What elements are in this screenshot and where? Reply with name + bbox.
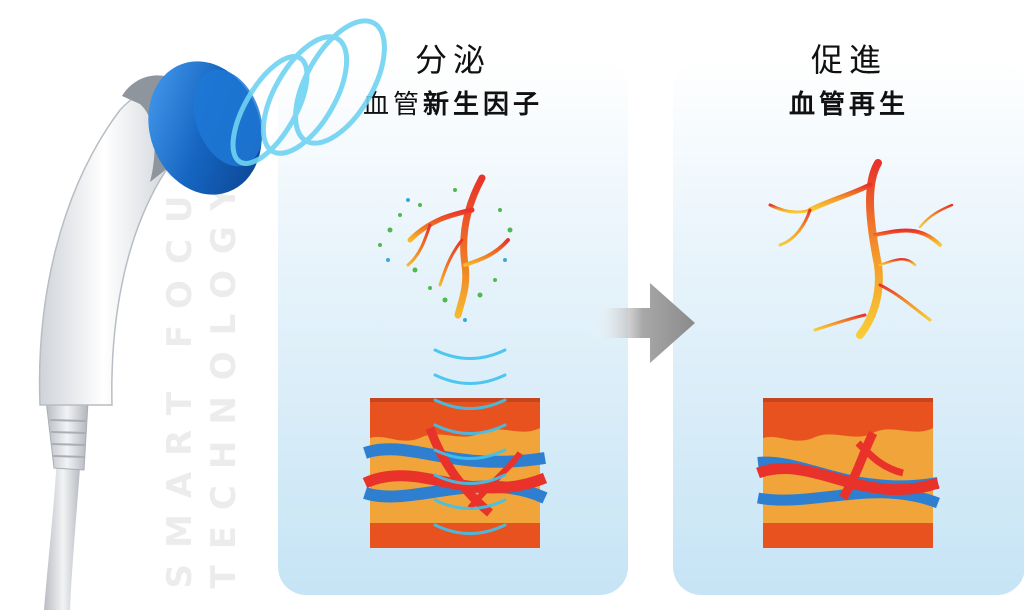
left-subtitle-bold: 新生因子 [423, 90, 544, 120]
handheld-device-icon [38, 61, 263, 610]
tissue-cross-section-icon [362, 398, 548, 548]
blood-vessel-branch-icon [378, 174, 513, 322]
right-subtitle: 血管再生 [719, 88, 979, 122]
right-title: 促進 [810, 41, 887, 79]
left-subtitle: 血管新生因子 [323, 88, 583, 122]
left-title: 分泌 [414, 41, 491, 79]
blood-vessel-branch-icon [768, 159, 954, 339]
right-title-block: 促進 血管再生 [719, 40, 979, 122]
energy-wave-icon [230, 18, 387, 166]
arrow-right-icon [590, 283, 695, 363]
left-title-block: 分泌 血管新生因子 [323, 40, 583, 122]
tissue-cross-section-icon [756, 398, 940, 548]
energy-wave-icon [433, 348, 507, 535]
right-subtitle-bold: 血管再生 [788, 90, 909, 120]
